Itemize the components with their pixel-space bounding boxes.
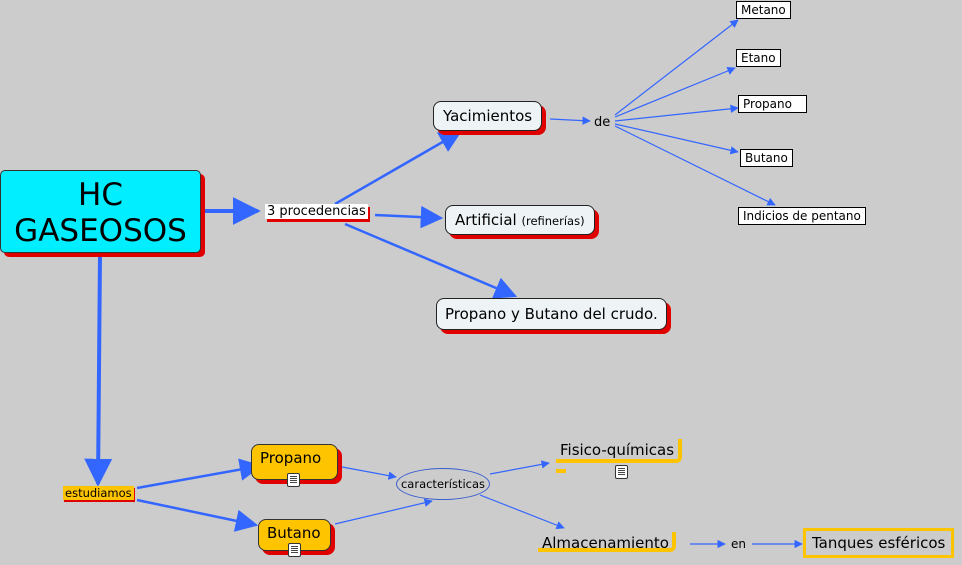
main-concept-line1: HC	[78, 177, 123, 213]
node-almacenamiento[interactable]: Almacenamiento	[538, 532, 676, 552]
node-yacimientos[interactable]: Yacimientos	[433, 101, 543, 131]
fisico-quimicas-label: Fisico-químicas	[560, 441, 675, 459]
bracket-bottom-left	[556, 469, 566, 473]
link-de-butano	[614, 123, 739, 155]
link-procedencias-yacimientos	[334, 130, 462, 206]
label-3-procedencias[interactable]: 3 procedencias	[265, 204, 368, 219]
node-propano-butano-crudo[interactable]: Propano y Butano del crudo.	[436, 298, 667, 330]
link-de-metano	[614, 19, 739, 116]
link-propano-caracteristicas	[341, 466, 397, 480]
node-propano-gas[interactable]: Propano	[738, 95, 807, 113]
link-de-propano	[614, 104, 739, 122]
document-icon[interactable]	[288, 543, 301, 557]
link-hc-estudiamos	[84, 253, 113, 487]
link-procedencias-artificial	[374, 205, 444, 229]
link-butano-caracteristicas	[334, 498, 433, 525]
node-tanques-esfericos[interactable]: Tanques esféricos	[803, 528, 955, 558]
node-metano[interactable]: Metano	[736, 1, 791, 19]
almacenamiento-label: Almacenamiento	[542, 534, 669, 552]
node-artificial[interactable]: Artificial (refinerías)	[445, 205, 595, 235]
node-butano-gas[interactable]: Butano	[740, 149, 793, 167]
node-fisico-quimicas[interactable]: Fisico-químicas	[556, 439, 682, 463]
node-etano[interactable]: Etano	[736, 49, 781, 67]
caracteristicas-label: características	[400, 477, 486, 491]
artificial-note: (refinerías)	[521, 214, 585, 228]
link-de-pentano	[614, 125, 776, 206]
link-caracteristicas-fisico	[489, 460, 550, 475]
label-de[interactable]: de	[594, 115, 611, 130]
link-procedencias-crudo	[344, 222, 518, 299]
link-de-etano	[614, 66, 736, 118]
document-icon[interactable]	[287, 473, 300, 487]
link-caracteristicas-almacenamiento	[479, 494, 565, 530]
node-indicios-pentano[interactable]: Indicios de pentano	[738, 207, 866, 225]
link-yacimientos-de	[549, 116, 591, 125]
label-estudiamos[interactable]: estudiamos	[63, 486, 134, 500]
label-en[interactable]: en	[731, 537, 746, 551]
main-concept-line2: GASEOSOS	[14, 213, 187, 249]
artificial-label: Artificial	[455, 211, 517, 229]
main-concept-hc-gaseosos[interactable]: HC GASEOSOS	[0, 170, 201, 253]
link-estudiamos-propano	[136, 458, 263, 490]
node-caracteristicas[interactable]: características	[396, 468, 490, 500]
link-estudiamos-butano	[136, 498, 259, 532]
document-icon[interactable]	[615, 465, 628, 479]
